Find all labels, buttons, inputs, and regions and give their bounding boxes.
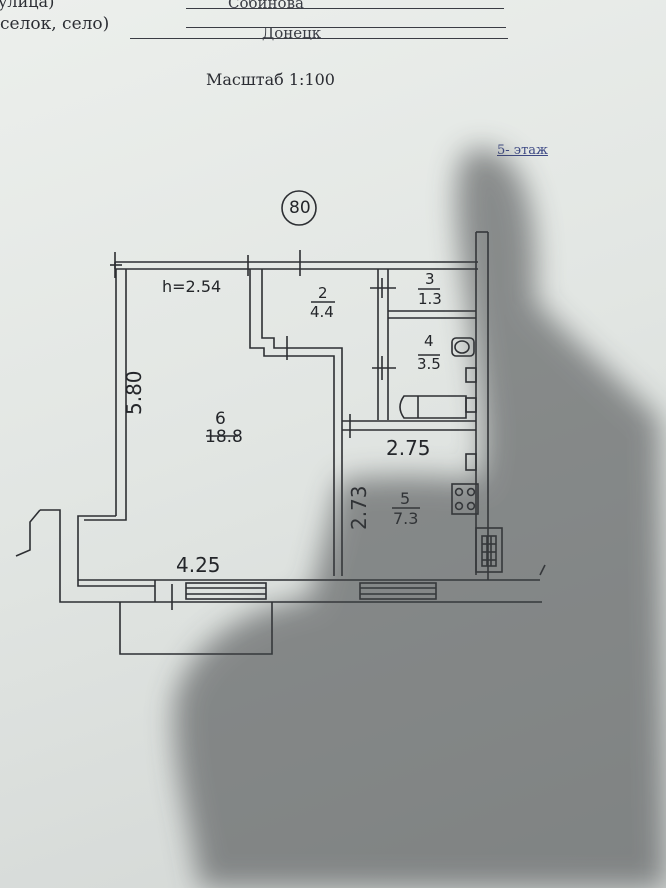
room-3-area: 1.3 bbox=[418, 290, 442, 308]
room-6-number: 6 bbox=[215, 409, 226, 429]
dimension-main-width: 4.25 bbox=[176, 553, 221, 577]
street-underline bbox=[186, 8, 504, 9]
dimension-kitchen-length: 2.73 bbox=[347, 485, 371, 530]
room-3-number: 3 bbox=[425, 270, 435, 288]
room-5-number: 5 bbox=[400, 489, 411, 508]
city-value: Донецк bbox=[262, 24, 322, 42]
dimension-kitchen-width: 2.75 bbox=[386, 436, 431, 460]
street-value: Собинова bbox=[228, 0, 304, 12]
street-underline-2 bbox=[186, 27, 506, 28]
ceiling-height: h=2.54 bbox=[162, 277, 222, 296]
city-underline bbox=[130, 38, 508, 39]
room-4-number: 4 bbox=[424, 332, 434, 350]
city-label: селок, село) bbox=[0, 14, 110, 34]
dimension-main-length: 5.80 bbox=[122, 370, 146, 415]
street-label: улица) bbox=[0, 0, 55, 11]
room-5-area: 7.3 bbox=[393, 509, 419, 528]
room-4-area: 3.5 bbox=[417, 355, 441, 373]
room-2-number: 2 bbox=[318, 284, 328, 302]
room-2-area: 4.4 bbox=[310, 303, 334, 321]
scale-label: Масштаб 1:100 bbox=[206, 70, 335, 89]
building-number: 80 bbox=[289, 198, 311, 218]
room-6-area: 18.8 bbox=[205, 427, 243, 447]
